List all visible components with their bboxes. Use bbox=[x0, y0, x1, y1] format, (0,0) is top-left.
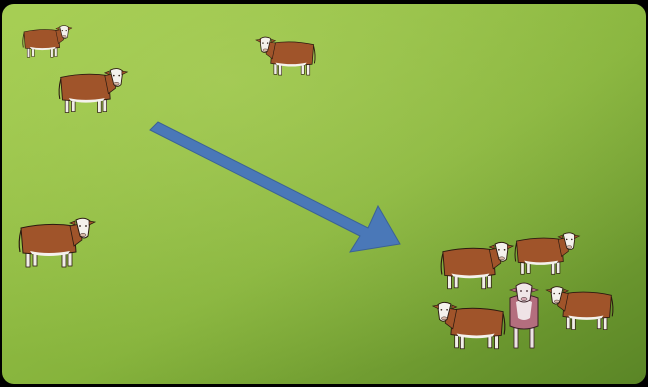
pasture-scene bbox=[0, 0, 648, 387]
